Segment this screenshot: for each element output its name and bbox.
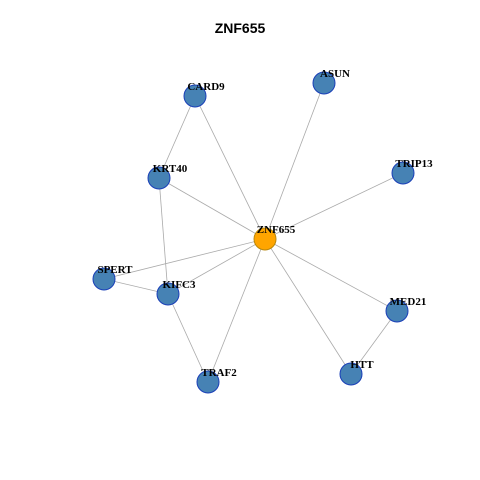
node-kifc3 bbox=[156, 282, 180, 306]
node-asun bbox=[312, 71, 336, 95]
node-label-asun: ASUN bbox=[320, 68, 350, 80]
edge-znf655-med21 bbox=[264, 238, 398, 312]
edge-znf655-kifc3 bbox=[167, 238, 266, 295]
edge-kifc3-traf2 bbox=[167, 293, 209, 383]
edge-krt40-kifc3 bbox=[158, 177, 169, 295]
node-traf2 bbox=[196, 370, 220, 394]
node-med21 bbox=[385, 299, 409, 323]
node-label-med21: MED21 bbox=[390, 296, 427, 308]
node-znf655 bbox=[253, 227, 277, 251]
node-label-spert: SPERT bbox=[97, 264, 133, 276]
node-label-traf2: TRAF2 bbox=[201, 367, 237, 379]
node-layer bbox=[92, 71, 415, 394]
node-label-trip13: TRIP13 bbox=[395, 158, 433, 170]
edge-znf655-htt bbox=[264, 238, 352, 375]
node-label-htt: HTT bbox=[350, 359, 374, 371]
node-spert bbox=[92, 267, 116, 291]
edge-znf655-spert bbox=[103, 238, 266, 280]
edge-znf655-krt40 bbox=[158, 177, 266, 240]
edge-znf655-asun bbox=[264, 82, 325, 240]
node-trip13 bbox=[391, 161, 415, 185]
node-label-znf655: ZNF655 bbox=[257, 224, 296, 236]
node-label-card9: CARD9 bbox=[187, 81, 225, 93]
node-label-kifc3: KIFC3 bbox=[163, 279, 197, 291]
edge-card9-krt40 bbox=[158, 95, 196, 179]
edge-layer bbox=[103, 82, 404, 383]
edge-znf655-trip13 bbox=[264, 172, 404, 240]
edge-znf655-traf2 bbox=[207, 238, 266, 383]
edge-med21-htt bbox=[350, 310, 398, 375]
node-label-krt40: KRT40 bbox=[153, 163, 188, 175]
node-card9 bbox=[183, 84, 207, 108]
diagram-title: ZNF655 bbox=[214, 20, 266, 36]
node-krt40 bbox=[147, 166, 171, 190]
node-htt bbox=[339, 362, 363, 386]
edge-znf655-card9 bbox=[194, 95, 266, 240]
